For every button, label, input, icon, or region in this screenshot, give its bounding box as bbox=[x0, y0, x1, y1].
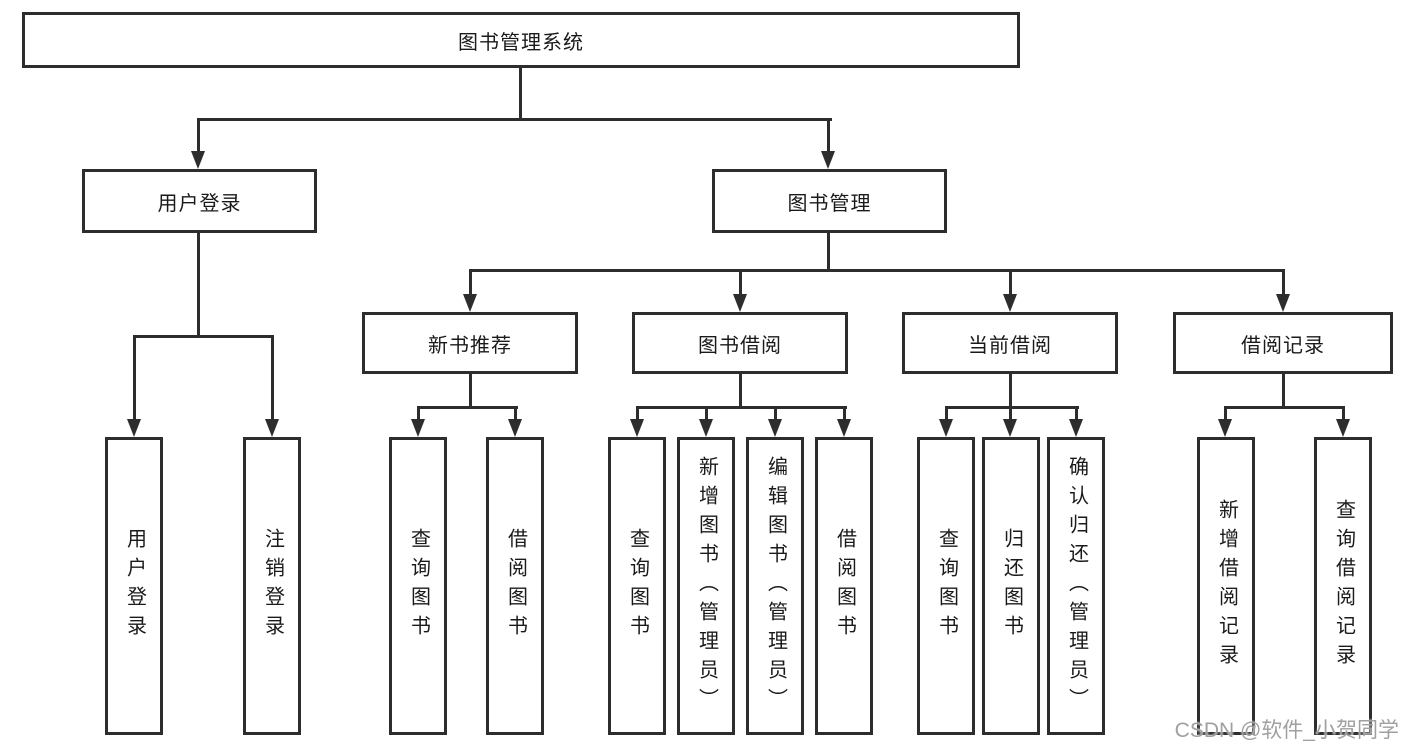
node-leaf-edit-book-admin: 编辑图书（管理员） bbox=[746, 437, 804, 735]
connector-leaf-query-bb-drop bbox=[636, 406, 639, 421]
node-borrow-records-label: 借阅记录 bbox=[1241, 334, 1325, 357]
node-leaf-query-book-current: 查询图书 bbox=[917, 437, 975, 735]
node-leaf-confirm-return-admin-label: 确认归还（管理员） bbox=[1065, 455, 1088, 717]
node-new-book-recommend: 新书推荐 bbox=[362, 312, 578, 374]
arrowhead-user-login bbox=[191, 151, 205, 169]
connector-book-borrow-rail bbox=[636, 406, 847, 409]
node-new-book-recommend-label: 新书推荐 bbox=[428, 334, 512, 357]
arrowhead-leaf-confirm bbox=[1069, 419, 1083, 437]
node-leaf-query-book-recommend: 查询图书 bbox=[389, 437, 447, 735]
arrowhead-leaf-query-record bbox=[1336, 419, 1350, 437]
node-book-borrow-label: 图书借阅 bbox=[698, 334, 782, 357]
arrowhead-leaf-query-cur bbox=[939, 419, 953, 437]
node-leaf-user-login: 用户登录 bbox=[105, 437, 163, 735]
connector-current-borrow-stem bbox=[1009, 374, 1012, 409]
arrowhead-leaf-borrow-rec bbox=[508, 419, 522, 437]
node-leaf-borrow-book-borrow: 借阅图书 bbox=[815, 437, 873, 735]
node-leaf-return-book: 归还图书 bbox=[982, 437, 1040, 735]
connector-leaf-add-record-drop bbox=[1224, 406, 1227, 421]
arrowhead-leaf-query-bb bbox=[630, 419, 644, 437]
connector-level3-rail bbox=[469, 269, 1285, 272]
connector-borrow-records-rail bbox=[1224, 406, 1345, 409]
node-leaf-add-book-admin-label: 新增图书（管理员） bbox=[695, 455, 718, 717]
connector-borrow-records-drop bbox=[1282, 269, 1285, 296]
arrowhead-leaf-borrow-bb bbox=[837, 419, 851, 437]
connector-borrow-records-stem bbox=[1282, 374, 1285, 409]
node-leaf-add-book-admin: 新增图书（管理员） bbox=[677, 437, 735, 735]
arrowhead-book-borrow bbox=[733, 294, 747, 312]
node-leaf-edit-book-admin-label: 编辑图书（管理员） bbox=[764, 455, 787, 717]
node-leaf-add-borrow-record-label: 新增借阅记录 bbox=[1215, 499, 1238, 673]
arrowhead-current-borrow bbox=[1003, 294, 1017, 312]
node-user-login: 用户登录 bbox=[82, 169, 317, 233]
node-leaf-logout: 注销登录 bbox=[243, 437, 301, 735]
connector-leaf-confirm-drop bbox=[1075, 406, 1078, 421]
node-leaf-confirm-return-admin: 确认归还（管理员） bbox=[1047, 437, 1105, 735]
arrowhead-new-book bbox=[463, 294, 477, 312]
node-book-borrow: 图书借阅 bbox=[632, 312, 848, 374]
connector-user-login-drop bbox=[197, 118, 200, 152]
arrowhead-leaf-user-login bbox=[127, 419, 141, 437]
node-leaf-borrow-book-recommend-label: 借阅图书 bbox=[504, 528, 527, 644]
arrowhead-leaf-return bbox=[1003, 419, 1017, 437]
connector-leaf-logout-drop bbox=[271, 335, 274, 420]
connector-current-borrow-rail bbox=[945, 406, 1079, 409]
connector-root-stem bbox=[519, 68, 522, 120]
connector-current-borrow-drop bbox=[1009, 269, 1012, 296]
node-book-management-label: 图书管理 bbox=[787, 192, 872, 215]
node-leaf-add-borrow-record: 新增借阅记录 bbox=[1197, 437, 1255, 735]
node-user-login-label: 用户登录 bbox=[157, 192, 242, 215]
arrowhead-leaf-add-book bbox=[699, 419, 713, 437]
connector-leaf-user-login-drop bbox=[133, 335, 136, 420]
node-book-management: 图书管理 bbox=[712, 169, 947, 233]
node-borrow-records: 借阅记录 bbox=[1173, 312, 1393, 374]
connector-new-book-rail bbox=[417, 406, 518, 409]
arrowhead-leaf-edit-book bbox=[768, 419, 782, 437]
node-leaf-logout-label: 注销登录 bbox=[261, 528, 284, 644]
connector-book-borrow-stem bbox=[739, 374, 742, 409]
node-root: 图书管理系统 bbox=[22, 12, 1020, 68]
connector-leaf-query-rec-drop bbox=[417, 406, 420, 421]
node-current-borrow: 当前借阅 bbox=[902, 312, 1118, 374]
node-leaf-query-borrow-record: 查询借阅记录 bbox=[1314, 437, 1372, 735]
node-leaf-query-book-recommend-label: 查询图书 bbox=[407, 528, 430, 644]
node-leaf-return-book-label: 归还图书 bbox=[1000, 528, 1023, 644]
node-leaf-user-login-label: 用户登录 bbox=[123, 528, 146, 644]
connector-book-mgmt-drop bbox=[827, 118, 830, 152]
connector-leaf-add-book-drop bbox=[705, 406, 708, 421]
arrowhead-leaf-logout bbox=[265, 419, 279, 437]
connector-book-borrow-drop bbox=[739, 269, 742, 296]
node-leaf-query-book-borrow-label: 查询图书 bbox=[626, 528, 649, 644]
node-leaf-borrow-book-recommend: 借阅图书 bbox=[486, 437, 544, 735]
node-leaf-borrow-book-borrow-label: 借阅图书 bbox=[833, 528, 856, 644]
arrowhead-book-mgmt bbox=[821, 151, 835, 169]
connector-new-book-drop bbox=[469, 269, 472, 296]
connector-user-login-rail bbox=[133, 335, 274, 338]
connector-leaf-borrow-rec-drop bbox=[514, 406, 517, 421]
node-root-label: 图书管理系统 bbox=[458, 31, 584, 54]
arrowhead-leaf-add-record bbox=[1218, 419, 1232, 437]
csdn-watermark: CSDN @软件_小贺同学 bbox=[1174, 719, 1399, 742]
connector-level2-rail bbox=[197, 118, 832, 121]
connector-leaf-query-record-drop bbox=[1342, 406, 1345, 421]
connector-leaf-return-drop bbox=[1009, 406, 1012, 421]
connector-leaf-query-cur-drop bbox=[945, 406, 948, 421]
arrowhead-borrow-records bbox=[1276, 294, 1290, 312]
node-leaf-query-book-borrow: 查询图书 bbox=[608, 437, 666, 735]
connector-book-mgmt-stem bbox=[827, 233, 830, 272]
connector-leaf-borrow-bb-drop bbox=[843, 406, 846, 421]
connector-leaf-edit-book-drop bbox=[774, 406, 777, 421]
connector-new-book-stem bbox=[469, 374, 472, 409]
node-current-borrow-label: 当前借阅 bbox=[968, 334, 1052, 357]
node-leaf-query-borrow-record-label: 查询借阅记录 bbox=[1332, 499, 1355, 673]
arrowhead-leaf-query-rec bbox=[411, 419, 425, 437]
connector-user-login-stem bbox=[197, 233, 200, 338]
node-leaf-query-book-current-label: 查询图书 bbox=[935, 528, 958, 644]
